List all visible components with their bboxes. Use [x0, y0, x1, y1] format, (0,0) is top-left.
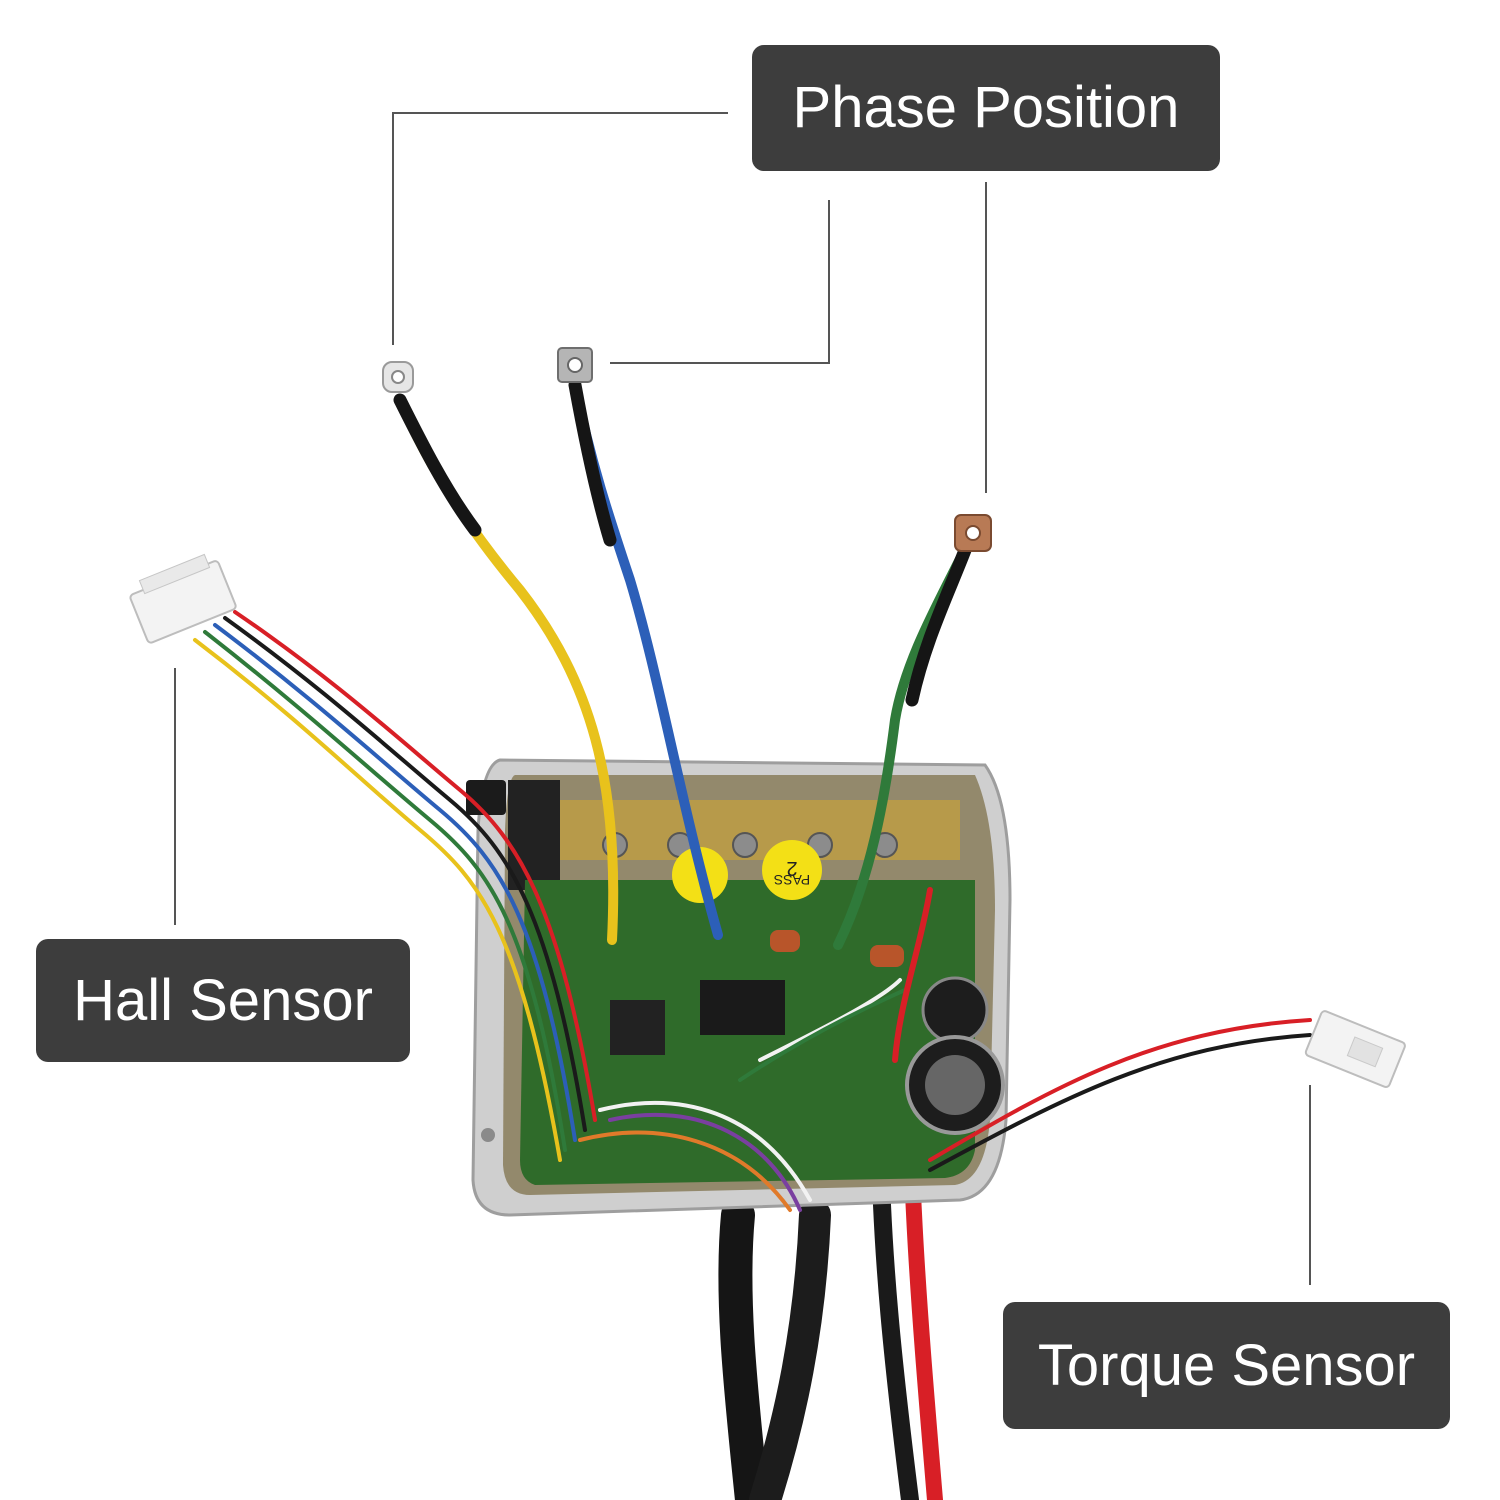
controller-chip — [700, 980, 785, 1035]
pass-sticker-text: PASS — [774, 872, 810, 888]
capacitor-small — [921, 976, 989, 1044]
orange-capacitor-2 — [870, 945, 904, 967]
ring-terminals — [382, 347, 992, 552]
internal-wires — [578, 887, 933, 1212]
pcb-board: 2 PASS — [520, 800, 1005, 1185]
phase-wire-blue-sleeve — [568, 378, 617, 547]
leader-line-phase-middle — [610, 200, 830, 364]
phase-wires — [393, 378, 974, 950]
output-cables — [718, 982, 943, 1500]
torque-sensor-wires — [928, 1018, 1312, 1172]
torque-sensor-label: Torque Sensor — [1003, 1302, 1450, 1429]
phase-wire-yellow-sleeve — [393, 393, 482, 537]
mount-hole — [481, 1128, 495, 1142]
ring-terminal-icon — [954, 514, 992, 552]
capacitors — [905, 976, 1005, 1135]
pass-sticker-number: 2 — [786, 857, 797, 879]
ic-chip-left — [610, 1000, 665, 1055]
black-cable-middle — [749, 1199, 831, 1500]
phase-wire-green-sleeve — [905, 538, 974, 707]
black-cable-left — [718, 1198, 769, 1500]
pass-sticker: 2 PASS — [762, 840, 822, 900]
connector-plug-icon — [129, 553, 237, 644]
phase-position-label: Phase Position — [752, 45, 1220, 171]
hall-sensor-label: Hall Sensor — [36, 939, 410, 1062]
black-connector-block — [508, 780, 560, 890]
orange-capacitor — [770, 930, 800, 952]
ring-terminal-icon — [557, 347, 593, 383]
side-switch — [466, 780, 506, 815]
leader-lines — [174, 112, 1311, 1285]
hall-sensor-wires — [193, 610, 597, 1162]
connector-plug-icon — [1304, 1010, 1406, 1088]
ring-terminal-icon — [382, 361, 414, 393]
leader-line-phase-left — [392, 112, 728, 345]
